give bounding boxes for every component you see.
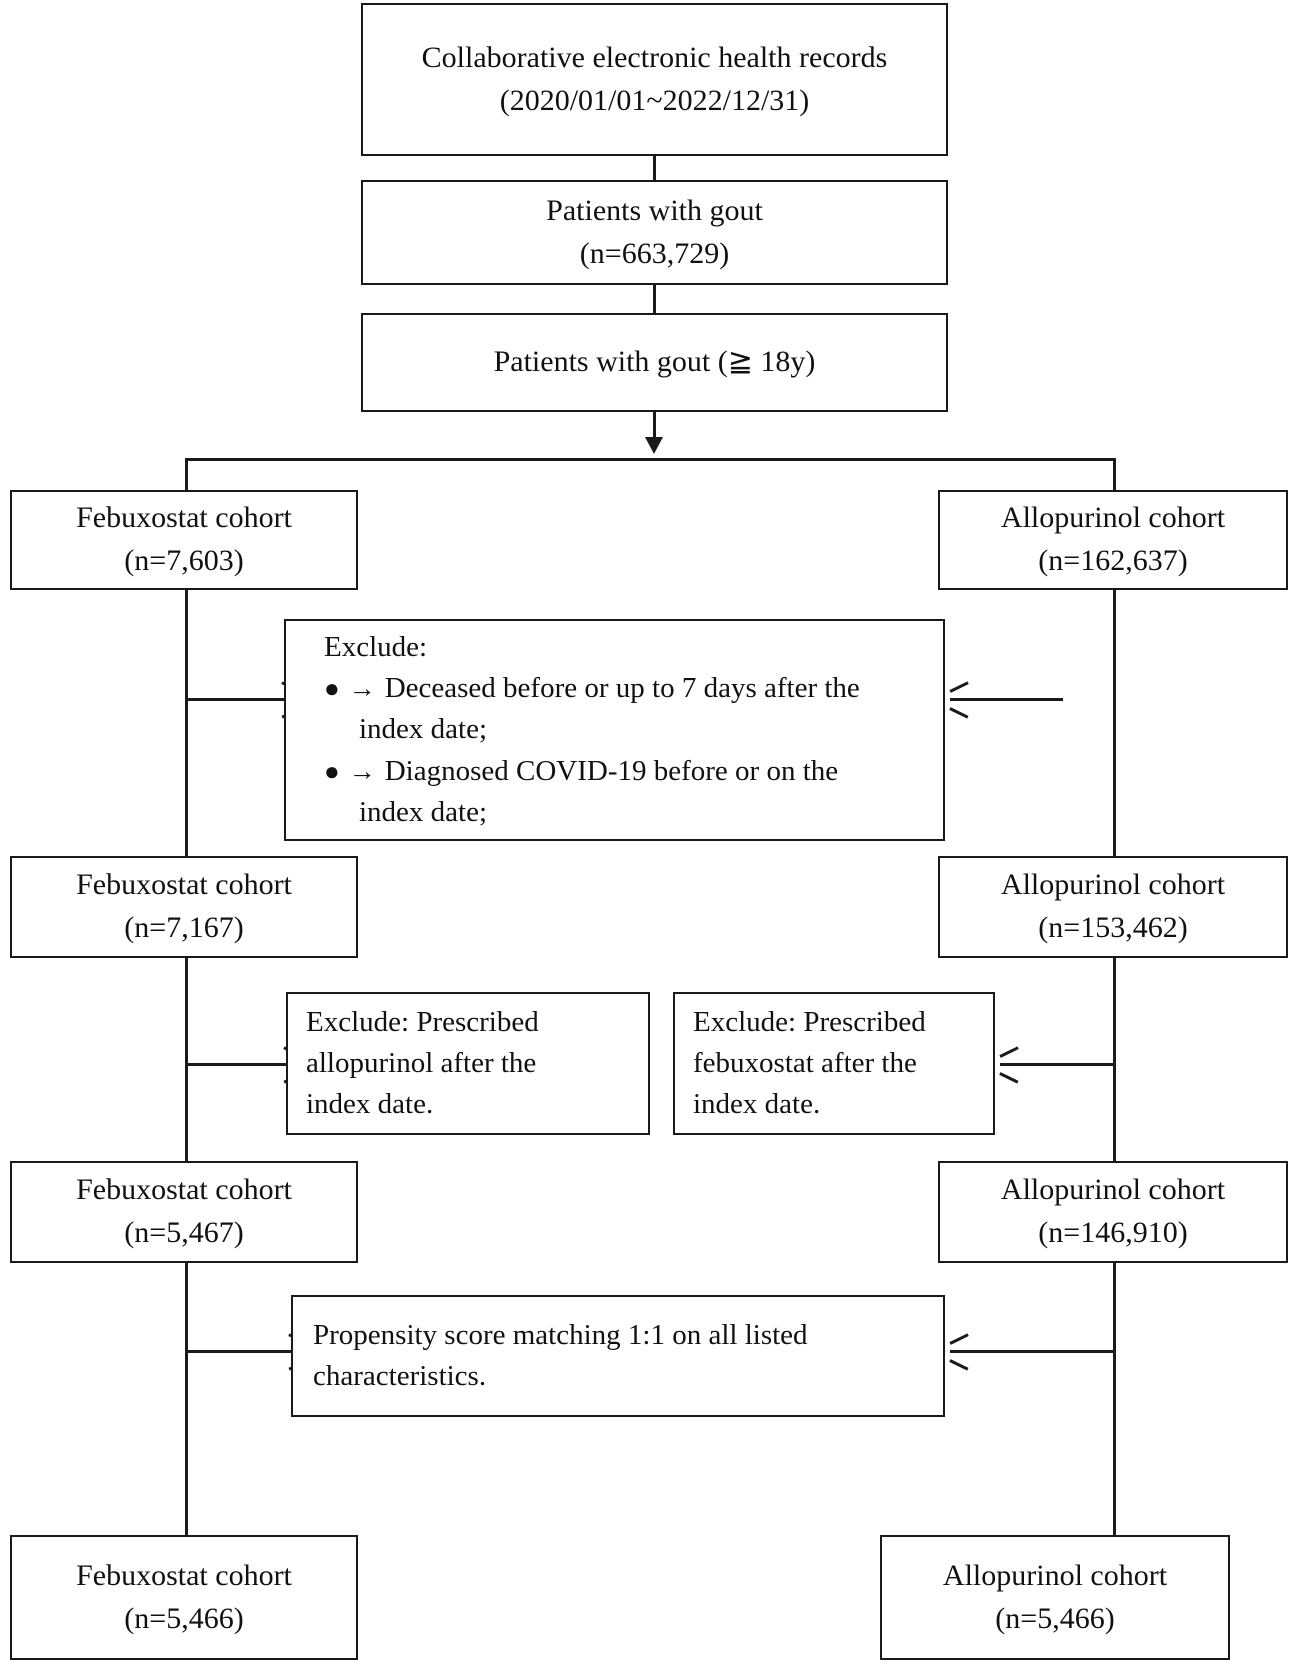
node-psm-line2: characteristics.: [313, 1360, 487, 1392]
exclude-shared-item-1-line2: index date;: [359, 795, 488, 828]
node-febuxostat-2-line1: Febuxostat cohort: [76, 868, 292, 902]
node-gout-adult: Patients with gout (≧ 18y): [361, 313, 948, 412]
node-allopurinol-3: Allopurinol cohort (n=146,910): [938, 1161, 1288, 1263]
arrowhead-right-to-exclude-shared-upper: [949, 681, 969, 693]
arrow-right-to-exclude-right: [1000, 1063, 1113, 1066]
node-allopurinol-1-line2: (n=162,637): [1038, 544, 1188, 577]
spine-right-3: [1113, 1263, 1116, 1535]
arrowhead-adult-split: [645, 437, 663, 454]
node-febuxostat-3-line2: (n=5,467): [124, 1216, 244, 1249]
node-febuxostat-2-line2: (n=7,167): [124, 911, 244, 944]
connector-adult-down: [653, 412, 656, 438]
arrow-right-to-exclude-shared: [950, 698, 1063, 701]
node-exclude-left-line3: index date.: [306, 1088, 434, 1121]
node-exclude-shared-heading: Exclude:: [324, 631, 428, 664]
node-febuxostat-3: Febuxostat cohort (n=5,467): [10, 1161, 358, 1263]
node-allopurinol-4: Allopurinol cohort (n=5,466): [880, 1535, 1230, 1660]
node-exclude-left-line2: allopurinol after the: [306, 1046, 537, 1079]
spine-right-1: [1113, 590, 1116, 856]
node-gout-all-line1: Patients with gout: [546, 193, 763, 227]
exclude-shared-item-0-line1: Deceased before or up to 7 days after th…: [384, 672, 860, 705]
arrow-right-icon: →: [348, 673, 376, 704]
node-exclude-shared: Exclude: ● → Deceased before or up to 7 …: [284, 619, 945, 841]
node-febuxostat-4-line1: Febuxostat cohort: [76, 1558, 292, 1592]
node-febuxostat-4: Febuxostat cohort (n=5,466): [10, 1535, 358, 1660]
connector-gout-all-to-adult: [653, 285, 656, 313]
node-exclude-right: Exclude: Prescribed febuxostat after the…: [673, 992, 995, 1135]
node-exclude-left: Exclude: Prescribed allopurinol after th…: [286, 992, 650, 1135]
spine-right-2: [1113, 958, 1116, 1161]
arrow-left-to-exclude-shared: [187, 698, 297, 701]
node-allopurinol-2-line1: Allopurinol cohort: [1000, 868, 1226, 902]
arrowhead-right-to-exclude-shared-lower: [949, 707, 969, 719]
node-allopurinol-2: Allopurinol cohort (n=153,462): [938, 856, 1288, 958]
node-allopurinol-3-line1: Allopurinol cohort: [1000, 1173, 1226, 1207]
node-psm-line1: Propensity score matching 1:1 on all lis…: [313, 1318, 808, 1351]
bullet-dot-icon: ●: [324, 674, 340, 704]
node-gout-all: Patients with gout (n=663,729): [361, 180, 948, 285]
node-febuxostat-2: Febuxostat cohort (n=7,167): [10, 856, 358, 958]
node-allopurinol-1: Allopurinol cohort (n=162,637): [938, 490, 1288, 590]
arrowhead-right-to-psm-upper: [949, 1333, 969, 1345]
exclude-shared-item-1-line1: Diagnosed COVID-19 before or on the: [384, 754, 839, 787]
split-stem-right: [1113, 458, 1116, 492]
node-allopurinol-4-line1: Allopurinol cohort: [942, 1558, 1168, 1592]
node-gout-all-line2: (n=663,729): [579, 236, 730, 270]
connector-source-to-gout-all: [653, 156, 656, 180]
split-bar-cohorts: [185, 458, 1116, 461]
node-source-records: Collaborative electronic health records …: [361, 3, 948, 156]
node-allopurinol-2-line2: (n=153,462): [1038, 911, 1188, 944]
node-source-records-line1: Collaborative electronic health records: [421, 40, 888, 74]
exclude-shared-item-0-line2: index date;: [359, 713, 488, 746]
node-febuxostat-4-line2: (n=5,466): [124, 1601, 244, 1635]
arrowhead-right-to-psm-lower: [949, 1359, 969, 1371]
arrowhead-right-to-exclude-right-upper: [999, 1046, 1019, 1058]
node-febuxostat-3-line1: Febuxostat cohort: [76, 1173, 292, 1207]
node-exclude-right-line3: index date.: [693, 1088, 821, 1121]
arrow-right-icon: →: [348, 755, 376, 786]
node-exclude-right-line1: Exclude: Prescribed: [693, 1005, 926, 1038]
spine-left-2: [185, 958, 188, 1161]
node-febuxostat-1: Febuxostat cohort (n=7,603): [10, 490, 358, 590]
split-stem-left: [185, 458, 188, 492]
node-gout-adult-line1: Patients with gout (≧ 18y): [493, 345, 816, 379]
node-exclude-right-line2: febuxostat after the: [693, 1046, 917, 1079]
node-source-records-line2: (2020/01/01~2022/12/31): [499, 83, 810, 117]
bullet-dot-icon: ●: [324, 756, 340, 786]
spine-left-3: [185, 1263, 188, 1535]
node-exclude-left-line1: Exclude: Prescribed: [306, 1005, 539, 1038]
node-propensity-score-matching: Propensity score matching 1:1 on all lis…: [291, 1295, 945, 1417]
node-febuxostat-1-line2: (n=7,603): [124, 544, 244, 577]
exclude-shared-item-0: ● → Deceased before or up to 7 days afte…: [302, 668, 860, 709]
arrow-left-to-psm: [187, 1350, 304, 1353]
node-allopurinol-1-line1: Allopurinol cohort: [1000, 501, 1226, 535]
arrow-left-to-exclude-left: [187, 1063, 299, 1066]
arrowhead-right-to-exclude-right-lower: [999, 1072, 1019, 1084]
exclude-shared-item-1: ● → Diagnosed COVID-19 before or on the: [302, 751, 838, 792]
node-febuxostat-1-line1: Febuxostat cohort: [76, 501, 292, 535]
arrow-right-to-psm: [950, 1350, 1113, 1353]
node-allopurinol-4-line2: (n=5,466): [995, 1601, 1115, 1635]
spine-left-1: [185, 590, 188, 856]
node-allopurinol-3-line2: (n=146,910): [1038, 1216, 1188, 1249]
